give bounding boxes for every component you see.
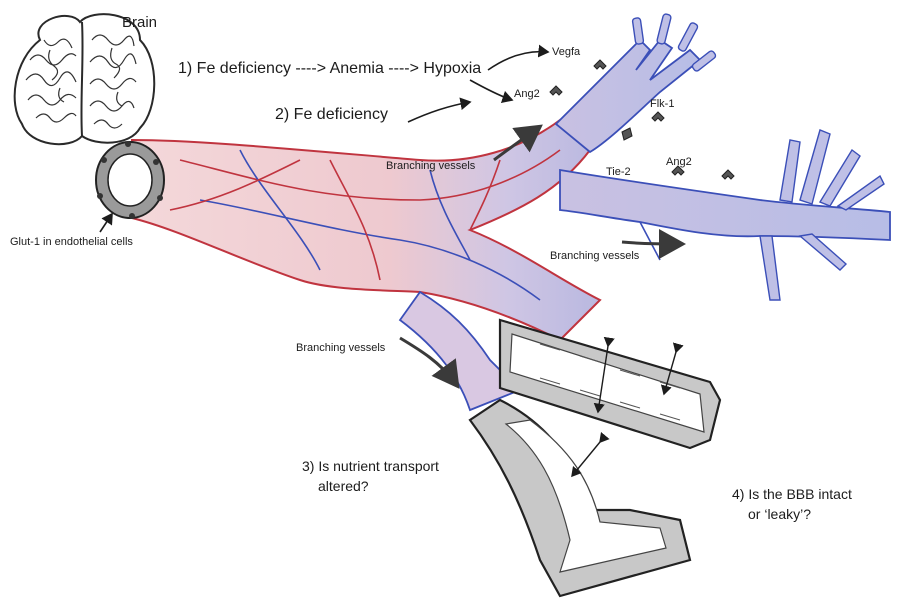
question3-line1: 3) Is nutrient transport bbox=[302, 458, 439, 474]
tie2-label: Tie-2 bbox=[606, 166, 631, 179]
right-blue-branch bbox=[560, 130, 890, 300]
step1-label: 1) Fe deficiency ----> Anemia ----> Hypo… bbox=[178, 60, 481, 78]
vegfa-label: Vegfa bbox=[552, 46, 580, 59]
upper-blue-branch bbox=[556, 13, 717, 152]
brain-label: Brain bbox=[122, 14, 157, 31]
branching-right-label: Branching vessels bbox=[550, 250, 639, 263]
branching-lower-label: Branching vessels bbox=[296, 342, 385, 355]
question4-line1: 4) Is the BBB intact bbox=[732, 486, 852, 502]
ang2-right-label: Ang2 bbox=[666, 156, 692, 169]
vessel-cross-section-icon bbox=[96, 141, 164, 219]
question4-line2: or ‘leaky’? bbox=[748, 506, 811, 522]
ang2-top-label: Ang2 bbox=[514, 88, 540, 101]
brain-icon bbox=[15, 14, 155, 144]
step2-label: 2) Fe deficiency bbox=[275, 106, 388, 124]
glut1-label: Glut-1 in endothelial cells bbox=[10, 236, 133, 249]
branching-upper-label: Branching vessels bbox=[386, 160, 475, 173]
flk1-label: Flk-1 bbox=[650, 98, 674, 111]
question3-line2: altered? bbox=[318, 478, 369, 494]
